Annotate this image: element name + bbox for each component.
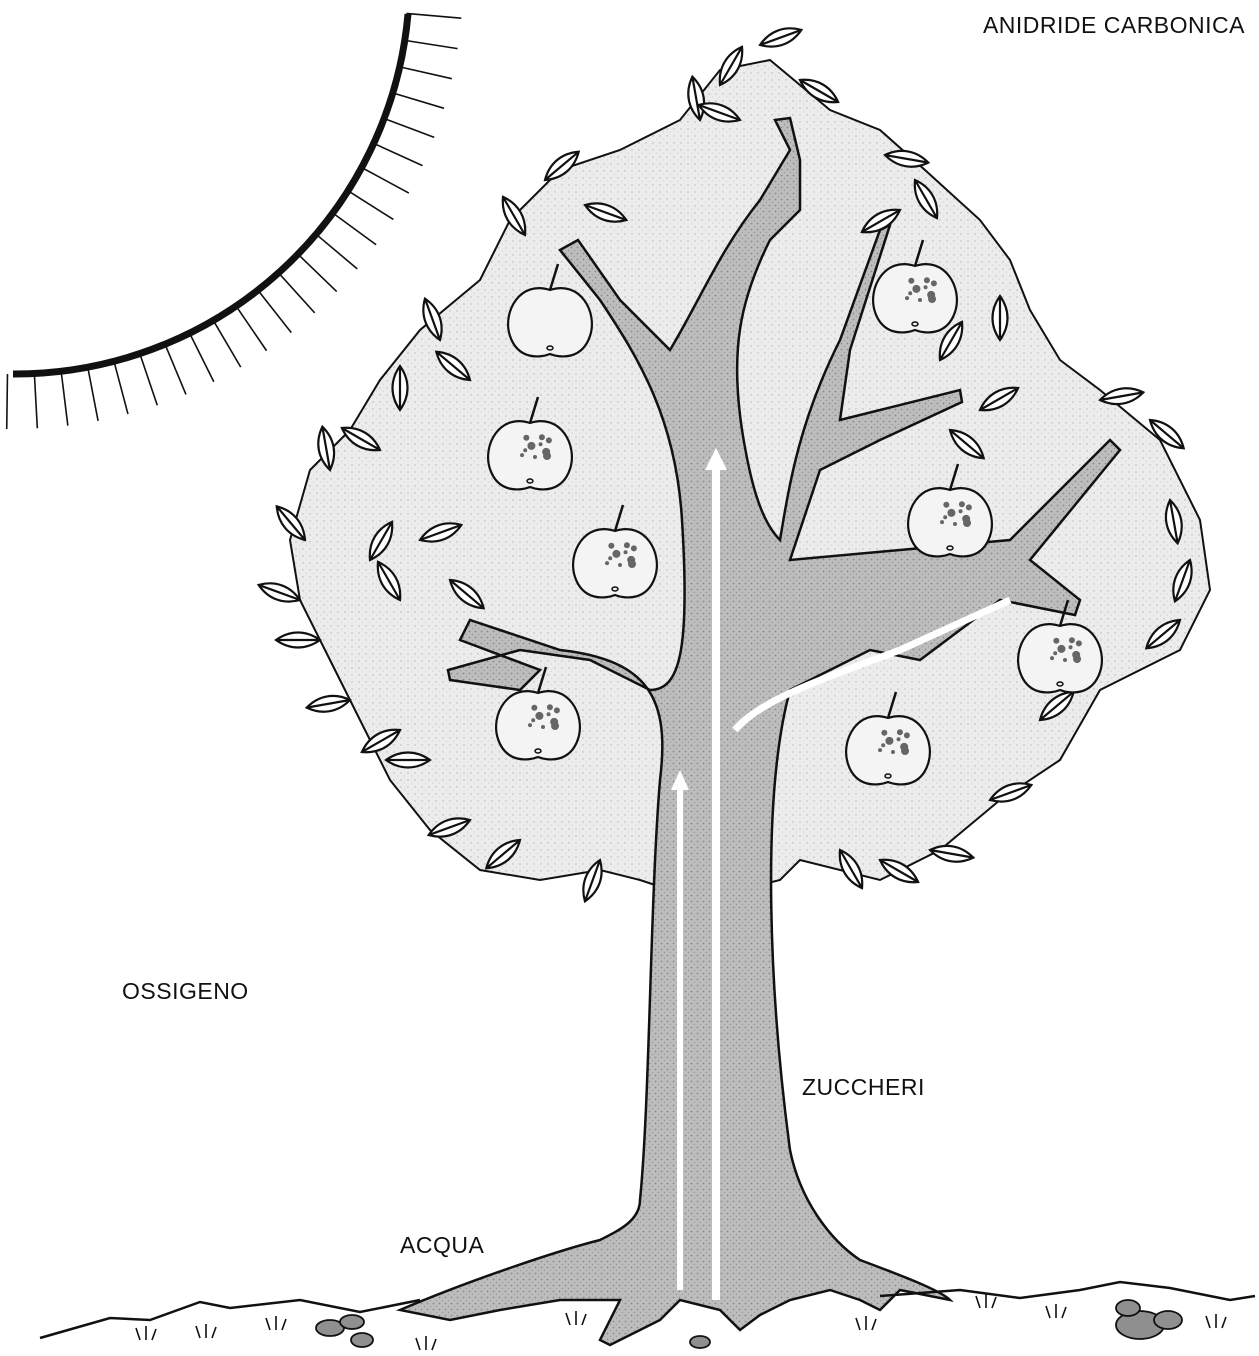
grass-icon bbox=[136, 1294, 1226, 1350]
leaf-icon bbox=[757, 23, 803, 52]
leaf-icon bbox=[305, 693, 351, 715]
oxygen-label: OSSIGENO bbox=[122, 978, 249, 1005]
sugars-label: ZUCCHERI bbox=[802, 1074, 925, 1101]
leaf-icon bbox=[256, 578, 302, 607]
leaf-icon bbox=[276, 633, 320, 648]
water-label: ACQUA bbox=[400, 1232, 484, 1259]
carbon-dioxide-label: ANIDRIDE CARBONICA bbox=[983, 12, 1245, 39]
